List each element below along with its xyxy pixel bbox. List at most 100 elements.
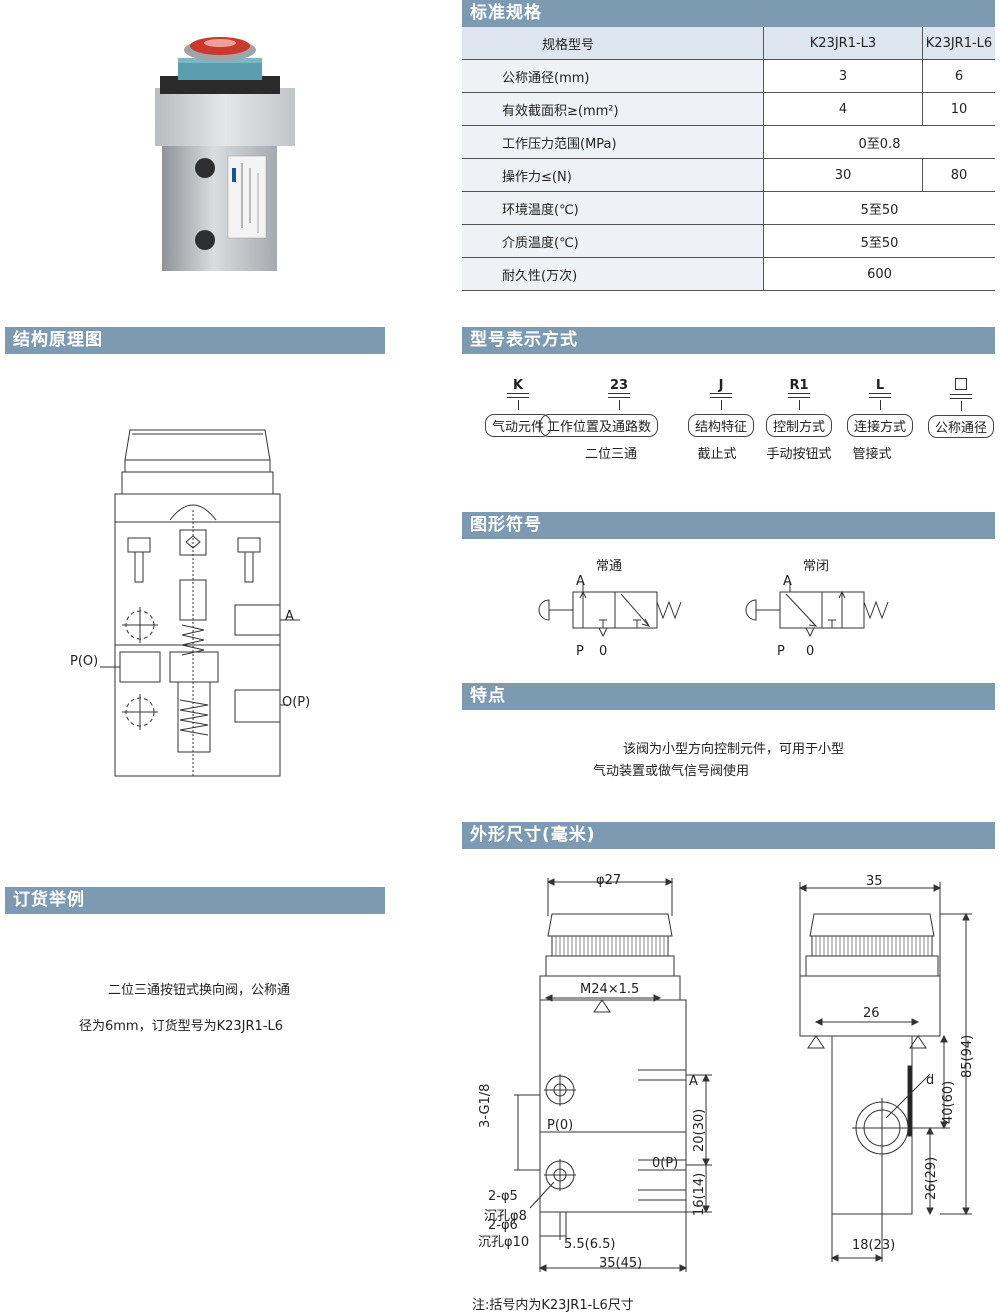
spec-row-value-l6: 10 <box>922 92 995 126</box>
dim-thread: 3-G1/8 <box>478 1083 493 1128</box>
model-bar <box>608 393 630 394</box>
dim-port-p: P(0) <box>547 1118 574 1133</box>
spec-header-l6: K23JR1-L6 <box>922 27 995 60</box>
model-bar <box>710 397 732 398</box>
model-section-header: 型号表示方式 <box>462 327 995 354</box>
spec-row-label: 环境温度(℃) <box>462 191 764 225</box>
symbol-section-header: 图形符号 <box>462 512 995 539</box>
dim-port-o: 0(P) <box>652 1156 679 1171</box>
spec-table: 规格型号 K23JR1-L3 K23JR1-L6 公称通径(mm) 3 6 有效… <box>462 27 995 291</box>
spec-row-value-span: 600 <box>763 257 995 291</box>
spec-row-label: 耐久性(万次) <box>462 257 764 291</box>
model-bar <box>788 397 810 398</box>
feature-section-header: 特点 <box>462 683 995 710</box>
feature-text-line2: 气动装置或做气信号阀使用 <box>593 764 750 779</box>
model-item-diameter: 公称通径 <box>921 378 1000 438</box>
symbol-open-port-o: 0 <box>599 644 608 659</box>
spec-row: 环境温度(℃) 5至50 <box>462 191 995 225</box>
model-bar <box>608 397 630 398</box>
order-section-header: 订货举例 <box>5 887 385 914</box>
dim-26w: 26 <box>863 1006 880 1021</box>
model-bar <box>507 397 529 398</box>
model-item-l: L 连接方式 管接式 <box>840 378 920 462</box>
model-tick <box>879 400 881 410</box>
spec-row-value-l6: 80 <box>922 158 995 192</box>
dim-port-a: A <box>689 1074 698 1089</box>
model-name: 公称通径 <box>927 415 994 438</box>
dim-hole3: 2-φ6 <box>488 1218 518 1233</box>
spec-row-value-span: 0至0.8 <box>763 125 995 159</box>
model-name: 气动元件 <box>484 414 551 437</box>
order-text-line2: 径为6mm，订货型号为K23JR1-L6 <box>79 1019 284 1034</box>
model-bar <box>710 393 732 394</box>
model-tick <box>517 400 519 410</box>
dim-26h: 26(29) <box>924 1156 939 1200</box>
spec-row-label: 公称通径(mm) <box>462 59 764 93</box>
spec-row: 工作压力范围(MPa) 0至0.8 <box>462 125 995 159</box>
structure-section-header: 结构原理图 <box>5 327 385 354</box>
model-sub: 二位三通 <box>584 447 637 462</box>
dims-section-header: 外形尺寸(毫米) <box>462 822 995 849</box>
symbol-title-closed: 常闭 <box>803 559 830 574</box>
placeholder-square-icon <box>955 378 967 390</box>
symbol-closed-port-p: P <box>777 644 785 659</box>
symbol-closed-port-o: 0 <box>806 644 815 659</box>
spec-row-label: 有效截面积≥(mm²) <box>462 92 764 126</box>
spec-row: 公称通径(mm) 3 6 <box>462 59 995 93</box>
model-code: 23 <box>609 378 629 393</box>
model-item-k: K 气动元件 <box>478 378 558 437</box>
model-name: 工作位置及通路数 <box>539 414 658 437</box>
model-code: L <box>875 378 885 393</box>
model-bar <box>950 398 972 399</box>
model-bar <box>869 397 891 398</box>
spec-row-label: 介质温度(℃) <box>462 224 764 258</box>
dim-hole4: 沉孔φ10 <box>478 1235 530 1250</box>
structure-label-o: O(P) <box>282 695 311 710</box>
model-sub: 截止式 <box>697 447 737 462</box>
spec-row: 耐久性(万次) 600 <box>462 257 995 291</box>
model-tick <box>960 401 962 411</box>
symbol-closed-port-a: A <box>783 574 792 589</box>
dims-note: 注:括号内为K23JR1-L6尺寸 <box>472 1298 634 1313</box>
dim-55: 5.5(6.5) <box>564 1237 616 1252</box>
model-tick <box>618 400 620 410</box>
symbol-normally-closed <box>745 582 889 638</box>
model-tick <box>720 400 722 410</box>
structure-label-a: A <box>285 609 294 624</box>
spec-header-label: 规格型号 <box>462 27 764 60</box>
dim-16: 16(14) <box>692 1172 707 1216</box>
model-name: 控制方式 <box>765 414 832 437</box>
product-photo <box>155 37 295 271</box>
dim-20: 20(30) <box>692 1108 707 1152</box>
model-code: R1 <box>789 378 809 393</box>
spec-table-header-row: 规格型号 K23JR1-L3 K23JR1-L6 <box>462 27 995 60</box>
spec-row-value-l6: 6 <box>922 59 995 93</box>
model-bar <box>950 394 972 395</box>
dim-phi27: φ27 <box>596 873 622 888</box>
structure-label-p: P(O) <box>70 654 99 669</box>
model-code-placeholder <box>921 378 1000 394</box>
dim-hole1: 2-φ5 <box>488 1189 518 1204</box>
dims-side-view <box>798 882 972 1262</box>
symbol-title-open: 常通 <box>596 559 623 574</box>
spec-row-label: 工作压力范围(MPa) <box>462 125 764 159</box>
dim-m24: M24×1.5 <box>580 982 640 997</box>
spec-row: 有效截面积≥(mm²) 4 10 <box>462 92 995 126</box>
model-item-23: 23 工作位置及通路数 二位三通 <box>539 378 659 462</box>
model-item-r1: R1 控制方式 手动按钮式 <box>759 378 839 462</box>
spec-row-value-l3: 3 <box>763 59 923 93</box>
spec-row: 介质温度(℃) 5至50 <box>462 224 995 258</box>
spec-header-l3: K23JR1-L3 <box>763 27 923 60</box>
spec-row-value-l3: 30 <box>763 158 923 192</box>
order-text-line1: 二位三通按钮式换向阀，公称通 <box>108 983 291 998</box>
model-bar <box>869 393 891 394</box>
model-name: 连接方式 <box>846 414 913 437</box>
model-code: J <box>718 378 724 393</box>
dim-40: 40(60) <box>941 1080 956 1124</box>
dim-85: 85(94) <box>960 1034 975 1078</box>
spec-section-header: 标准规格 <box>462 0 995 27</box>
feature-text-line1: 该阀为小型方向控制元件，可用于小型 <box>623 742 845 757</box>
model-sub: 管接式 <box>852 447 892 462</box>
model-tick <box>798 400 800 410</box>
dim-35: 35 <box>866 874 883 889</box>
